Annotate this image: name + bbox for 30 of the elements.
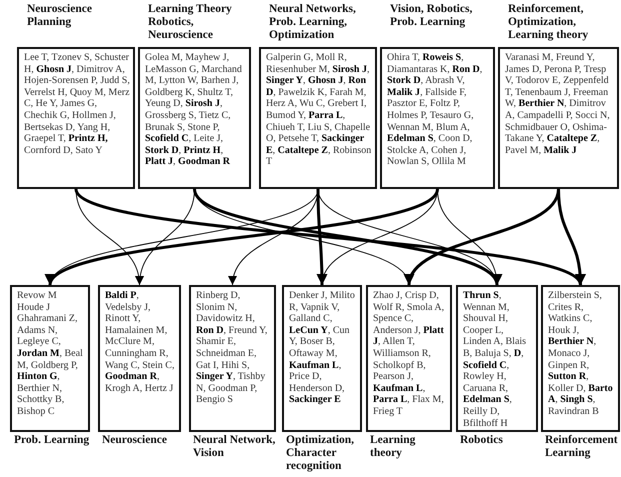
cluster-heading: Neural Network, Vision — [193, 434, 276, 460]
author-list: Lee T, Tzonev S, Schuster H, Ghosn J, Dimitrov A, Hojen-Sorensen P, Judd S, Verrelst H, Quoy M, Merz C, He Y, James G, Chechik G, Hollmen J, Bertsekas D, Yang H, Graepel T, Printz H, Cornford D, Sato Y — [17, 47, 135, 189]
cluster-panel — [259, 3, 377, 189]
arrow — [557, 188, 586, 286]
cluster-heading: Neuroscience Planning — [27, 3, 93, 29]
author-list: Revow M Houde J Ghahramani Z, Adams N, Legleye C, Jordan M, Beal M, Goldberg P, Hinton G, Berthier N, Schottky B, Bishop C — [10, 285, 90, 432]
cluster-heading: Learning Theory Robotics, Neuroscience — [148, 3, 233, 42]
author-list: Zhao J, Crisp D, Wolf R, Smola A, Spence C, Anderson J, Platt J, Allen T, Williamson R, Scholkopf B, Pearson J, Kaufman L, Parra L, Flax M, Frieg T — [366, 285, 452, 432]
cluster-heading: Vision, Robotics, Prob. Learning — [390, 3, 474, 29]
author-list: Denker J, Milito R, Vapnik V, Galland C, LeCun Y, Cun Y, Boser B, Oftaway M, Kaufman L, Price D, Henderson D, Sackinger E — [282, 285, 362, 432]
author-list: Rinberg D, Slonim N, Davidowitz H, Ron D, Freund Y, Shamir E, Schneidman E, Gat I, Hihi S, Singer Y, Tishby N, Goodman P, Bengio S — [189, 285, 276, 432]
cluster-heading: Prob. Learning — [14, 434, 90, 447]
author-list: Varanasi M, Freund Y, James D, Perona P, Tresp V, Todorov E, Zeppenfeld T, Tenenbaum J, Freeman W, Berthier N, Dimitrov A, Campadelli P, Socci N, Schmidbauer O, Oshima-Takane Y, Cataltepe Z, Pavel M, Malik J — [498, 47, 619, 189]
cluster-heading: Reinforcement, Optimization, Learning theory — [508, 3, 590, 42]
cluster-heading: Learning theory — [370, 434, 416, 460]
cluster-heading: Neuroscience — [102, 434, 168, 447]
author-list: Ohira T, Roweis S, Diamantaras K, Ron D, Stork D, Abrash V, Malik J, Fallside F, Pasztor E, Foltz P, Holmes P, Tesauro G, Wennan M, Blum A, Edelman S, Coon D, Stolcke A, Cohen J, Nowlan S, Ollila M — [380, 47, 495, 189]
cluster-panel — [138, 3, 251, 189]
cluster-heading: Optimization, Character recognition — [286, 434, 356, 473]
author-list: Zilberstein S, Crites R, Watkins C, Houk J, Berthier N, Monaco J, Ginpen R, Sutton R, Koller D, Barto A, Singh S, Ravindran B — [541, 285, 620, 432]
cluster-heading: Robotics — [460, 434, 504, 447]
author-list: Galperin G, Moll R, Riesenhuber M, Sirosh J, Singer Y, Ghosn J, Ron D, Pawelzik K, Farah M, Herz A, Wu C, Grebert I, Bumod Y, Parra L, Chiueh T, Liu S, Chapelle O, Petsehe T, Sackinger E, Cataltepe Z, Robinson T — [259, 47, 377, 189]
cluster-panel — [17, 3, 135, 189]
cluster-panel — [498, 3, 619, 189]
author-list: Baldi P, Vedelsby J, Rinott Y, Hamalainen M, McClure M, Cunningham R, Wang C, Stein C, Goodman R, Krogh A, Hertz J — [98, 285, 181, 432]
cluster-heading: Reinforcement Learning — [545, 434, 619, 460]
cluster-panel — [380, 3, 495, 189]
author-list: Golea M, Mayhew J, LeMasson G, Marchand M, Lytton W, Barhen J, Goldberg K, Shultz T, Yeung D, Sirosh J, Grossberg S, Tietz C, Brunak S, Stone P, Scofield C, Leite J, Stork D, Printz H, Platt J, Goodman R — [138, 47, 251, 189]
cluster-heading: Neural Networks, Prob. Learning, Optimization — [269, 3, 357, 42]
author-list: Thrun S, Wennan M, Shouval H, Cooper L, Linden A, Blais B, Baluja S, D, Scofield C, Rowley H, Caruana R, Edelman S, Reilly D, Bfilthoff H — [456, 285, 538, 432]
